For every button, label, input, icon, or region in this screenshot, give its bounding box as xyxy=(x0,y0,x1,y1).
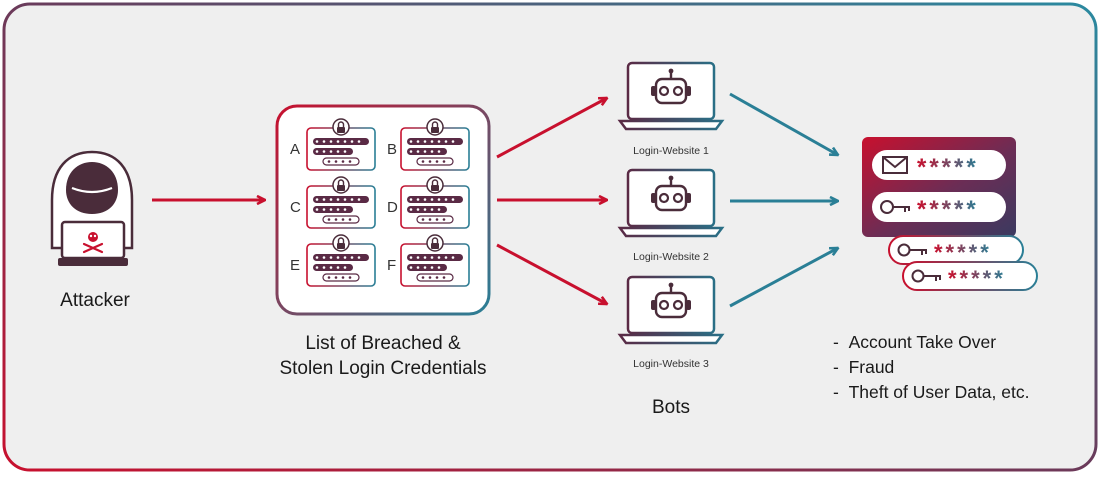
outcome-item: Theft of User Data, etc. xyxy=(833,380,1030,405)
credential-card xyxy=(306,176,376,229)
bots-label: Bots xyxy=(651,397,691,418)
credential-entry-letter: C xyxy=(290,199,301,216)
robot-icon xyxy=(651,175,691,212)
laptop-icon xyxy=(617,275,725,345)
credential-card xyxy=(306,118,376,171)
arrow-list-to-website-1 xyxy=(496,98,607,159)
masked-field-bar xyxy=(322,215,360,224)
credential-card xyxy=(400,234,470,287)
username-bar xyxy=(407,138,463,145)
key-icon xyxy=(897,243,927,257)
masked-password: ***** xyxy=(917,196,979,223)
password-bar xyxy=(407,264,447,271)
credentials-list-title-line1: List of Breached & xyxy=(305,333,461,354)
arrow-website-1-to-accounts xyxy=(729,92,838,155)
username-bar xyxy=(407,196,463,203)
padlock-icon xyxy=(426,234,444,252)
hacker-icon xyxy=(50,150,134,266)
masked-field-bar xyxy=(416,157,454,166)
padlock-icon xyxy=(332,234,350,252)
website-3-label: Login-Website 3 xyxy=(633,358,709,370)
username-bar xyxy=(313,138,369,145)
attacker-label: Attacker xyxy=(60,290,130,311)
credential-card xyxy=(306,234,376,287)
padlock-icon xyxy=(332,176,350,194)
website-1-label: Login-Website 1 xyxy=(633,145,709,157)
password-bar xyxy=(313,206,353,213)
arrow-website-3-to-accounts xyxy=(729,248,838,308)
username-bar xyxy=(407,254,463,261)
outcome-item: Fraud xyxy=(833,355,1029,380)
website-2-label: Login-Website 2 xyxy=(633,251,709,263)
masked-password: ***** xyxy=(917,154,979,181)
key-icon xyxy=(880,200,910,214)
credential-entry-letter: B xyxy=(387,141,398,158)
password-bar xyxy=(407,148,447,155)
robot-icon xyxy=(651,282,691,319)
masked-password: ***** xyxy=(948,266,1006,291)
laptop-icon xyxy=(617,168,725,238)
bot-laptops xyxy=(617,61,725,345)
credential-entry-letter: E xyxy=(290,257,301,274)
padlock-icon xyxy=(426,118,444,136)
padlock-icon xyxy=(332,118,350,136)
password-bar xyxy=(407,206,447,213)
credential-card xyxy=(400,118,470,171)
masked-password: ***** xyxy=(934,240,992,265)
credential-entry-letter: A xyxy=(290,141,301,158)
arrow-list-to-website-3 xyxy=(496,243,607,304)
username-bar xyxy=(313,196,369,203)
credentials-list-title-line2: Stolen Login Credentials xyxy=(279,358,487,379)
envelope-icon xyxy=(882,156,908,174)
key-credential-pill xyxy=(902,261,1038,291)
credential-cards xyxy=(306,118,470,287)
credential-card xyxy=(400,176,470,229)
credentials-list-title: List of Breached & Stolen Login Credenti… xyxy=(258,331,508,381)
masked-field-bar xyxy=(322,157,360,166)
masked-field-bar xyxy=(322,273,360,282)
compromised-accounts: ***** ***** ***** ***** xyxy=(862,137,1038,291)
outcomes-list: Account Take Over Fraud Theft of User Da… xyxy=(833,330,1030,405)
skull-crossbones-icon xyxy=(82,232,104,254)
password-bar xyxy=(313,264,353,271)
key-credential-pill xyxy=(872,192,1006,222)
masked-field-bar xyxy=(416,273,454,282)
masked-field-bar xyxy=(416,215,454,224)
padlock-icon xyxy=(426,176,444,194)
credential-entry-letter: F xyxy=(387,257,397,274)
credential-entry-letter: D xyxy=(387,199,398,216)
key-icon xyxy=(911,269,941,283)
robot-icon xyxy=(651,68,691,105)
password-bar xyxy=(313,148,353,155)
outcome-item: Account Take Over xyxy=(833,330,1029,355)
laptop-icon xyxy=(617,61,725,131)
username-bar xyxy=(313,254,369,261)
